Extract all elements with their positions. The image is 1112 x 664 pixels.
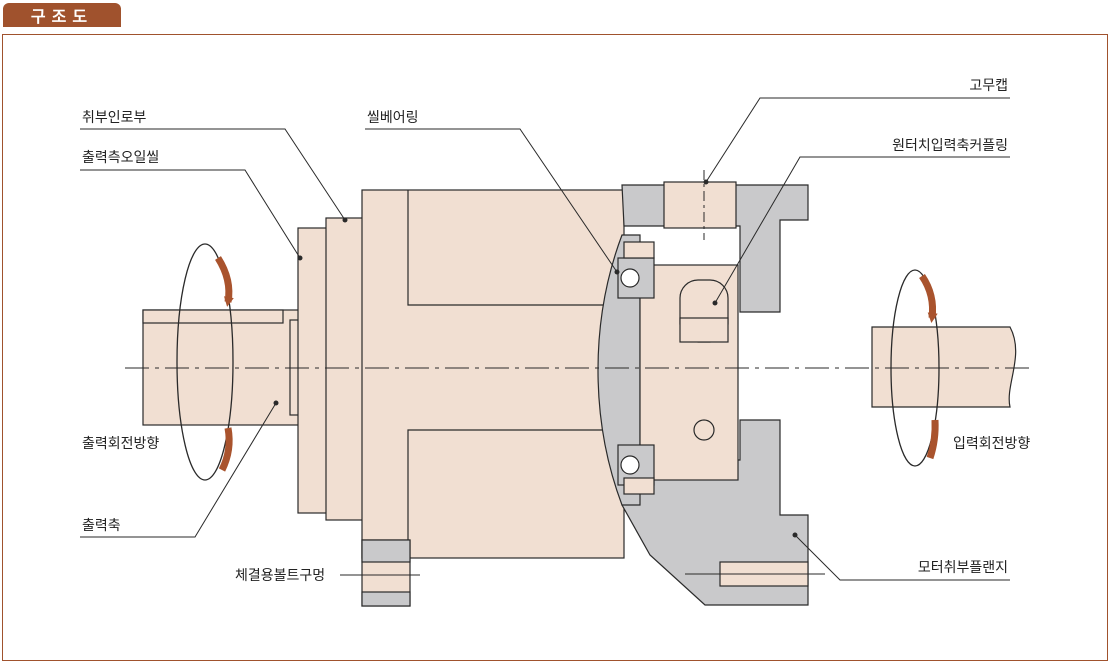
- leader-oil-seal: [80, 169, 301, 259]
- input-shaft-shape: [871, 326, 1017, 408]
- leader-dots: [273, 179, 798, 538]
- label-one-touch-coupling: 원터치입력축커플링: [892, 138, 1008, 154]
- label-bolt-hole: 체결용볼트구멍: [235, 568, 325, 584]
- leader-rubber-cap: [705, 97, 1010, 183]
- bearing-ball-upper: [620, 268, 640, 288]
- label-input-rotation: 입력회전방향: [953, 436, 1030, 452]
- label-seal-bearing: 씰베어링: [367, 110, 419, 126]
- leader-seal-bearing: [365, 128, 618, 273]
- label-motor-flange: 모터취부플랜지: [918, 560, 1008, 576]
- housing-inner-lines: [407, 190, 610, 558]
- output-rotation-arrow-bottom: [218, 427, 233, 472]
- input-rotation-arrow-bottom: [926, 419, 939, 460]
- leader-mount-part: [80, 128, 346, 221]
- rubber-cap-shape: [663, 181, 737, 229]
- gearbox-body: [142, 181, 1017, 607]
- label-mount-part: 취부인로부: [82, 110, 147, 126]
- coupling-key: [679, 317, 729, 343]
- output-rotation-ellipse: [176, 243, 234, 481]
- main-housing: [361, 189, 625, 559]
- oil-seal-ring: [297, 227, 331, 514]
- leader-output-shaft: [80, 402, 277, 538]
- mount-spigot: [325, 217, 367, 521]
- bearing-screw-upper: [623, 241, 655, 259]
- output-rotation-arrow-top: [215, 256, 234, 307]
- bolt-flange-cut-bottom: [361, 591, 411, 607]
- input-rotation-arrow-top: [919, 274, 938, 323]
- output-shaft-key: [142, 309, 284, 324]
- leader-coupling: [714, 156, 1010, 304]
- label-rubber-cap: 고무캡: [969, 78, 1008, 94]
- input-rotation-ellipse: [890, 269, 940, 467]
- diagram-frame: [2, 34, 1108, 661]
- bearing-ball-lower: [620, 455, 640, 475]
- bearing-screw-lower: [623, 477, 655, 495]
- label-output-shaft: 출력축: [82, 518, 121, 534]
- flange-arc: [597, 234, 641, 506]
- bolt-flange-cut-top: [361, 539, 411, 563]
- coupling-bolt-hole: [693, 419, 715, 441]
- leader-motor-flange: [794, 534, 1010, 581]
- leader-lines: [80, 97, 1010, 581]
- label-output-rotation: 출력회전방향: [82, 436, 159, 452]
- section-title: 구조도: [30, 7, 94, 26]
- label-output-oil-seal: 출력측오일씰: [82, 150, 159, 166]
- section-tab: 구조도: [3, 3, 121, 27]
